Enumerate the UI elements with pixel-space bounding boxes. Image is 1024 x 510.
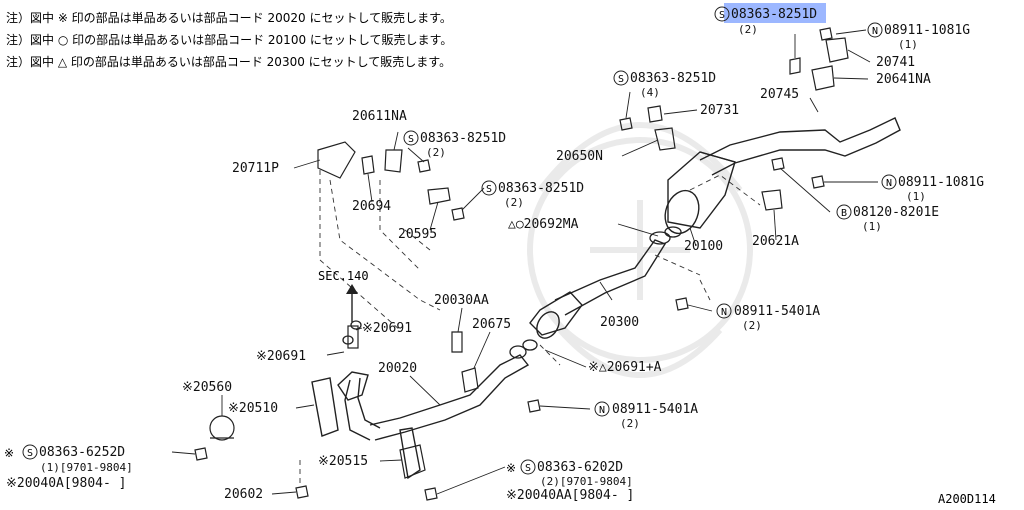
label-08911-5401A-b[interactable]: 08911-5401A (612, 402, 698, 417)
prefix-s: S (719, 10, 725, 21)
label-08120-8201E[interactable]: 08120-8201E (853, 205, 939, 220)
note-08363-6202D: (2)[9701-9804] (540, 475, 633, 488)
tail-pipe (699, 117, 901, 176)
front-pipe (369, 354, 530, 441)
label-08363-6202D[interactable]: 08363-6202D (537, 460, 623, 475)
label-20745[interactable]: 20745 (760, 87, 799, 102)
note-line-1: 注）図中 ※ 印の部品は単品あるいは部品コード 20020 にセットして販売しま… (6, 10, 452, 25)
label-20300[interactable]: 20300 (600, 315, 639, 330)
label-20692MA[interactable]: △○20692MA (508, 217, 579, 232)
label-20621A[interactable]: 20621A (752, 234, 799, 249)
diagram-code: A200D114 (938, 492, 996, 506)
label-20602[interactable]: 20602 (224, 487, 263, 502)
label-08363-6252D[interactable]: 08363-6252D (39, 445, 125, 460)
label-20741[interactable]: 20741 (876, 55, 915, 70)
watermark-emblem (527, 122, 753, 378)
label-20691-a[interactable]: ※20691 (362, 321, 412, 336)
label-08911-5401A-r[interactable]: 08911-5401A (734, 304, 820, 319)
qty-08363-8251D-a: (2) (426, 146, 446, 159)
label-20691A[interactable]: ※△20691+A (588, 360, 662, 375)
center-pipe (554, 239, 667, 316)
prefix-s: S (486, 184, 492, 195)
label-20675[interactable]: 20675 (472, 317, 511, 332)
prefix-n: N (599, 405, 605, 416)
label-20510[interactable]: ※20510 (228, 401, 278, 416)
prefix-n: N (886, 178, 892, 189)
note-line-2: 注）図中 ○ 印の部品は単品あるいは部品コード 20100 にセットして販売しま… (6, 32, 452, 47)
label-20694[interactable]: 20694 (352, 199, 391, 214)
heat-shield-left (311, 377, 339, 437)
label-20040AA[interactable]: ※20040AA[9804- ] (506, 488, 634, 503)
label-20030AA[interactable]: 20030AA (434, 293, 489, 308)
qty-08911-5401A-b: (2) (620, 417, 640, 430)
label-20020[interactable]: 20020 (378, 361, 417, 376)
label-20691-b[interactable]: ※20691 (256, 349, 306, 364)
pre-muffler (529, 291, 583, 339)
qty-08120-8201E: (1) (862, 220, 882, 233)
prefix-n: N (721, 307, 727, 318)
label-20650N[interactable]: 20650N (556, 149, 603, 164)
note-08363-6252D: (1)[9701-9804] (40, 461, 133, 474)
label-08363-8251D-top[interactable]: 08363-8251D (731, 7, 817, 22)
asterisk-marks: ※ ※ (4, 446, 516, 475)
qty-08911-5401A-r: (2) (742, 319, 762, 332)
sec-arrow (346, 284, 358, 322)
label-08363-8251D-a[interactable]: 08363-8251D (420, 131, 506, 146)
label-20611NA[interactable]: 20611NA (352, 109, 407, 124)
asterisk-mark: ※ (506, 461, 516, 475)
prefix-s: S (408, 134, 414, 145)
part-labels: 08363-8251D (2) 08911-1081G (1) 20741 20… (6, 7, 984, 503)
prefix-n: N (872, 26, 878, 37)
label-20560[interactable]: ※20560 (182, 380, 232, 395)
asterisk-mark: ※ (4, 446, 14, 460)
guide-lines (299, 170, 761, 485)
label-08911-1081G-top[interactable]: 08911-1081G (884, 23, 970, 38)
label-20731[interactable]: 20731 (700, 103, 739, 118)
gaskets (342, 226, 682, 359)
label-20100[interactable]: 20100 (684, 239, 723, 254)
qty-08363-8251D-mid: (4) (640, 86, 660, 99)
leader-lines (171, 29, 878, 495)
label-08911-1081G-r[interactable]: 08911-1081G (898, 175, 984, 190)
prefix-b: B (841, 208, 847, 219)
pipes (311, 117, 901, 480)
qty-08363-8251D-top: (2) (738, 23, 758, 36)
qty-08363-8251D-b: (2) (504, 196, 524, 209)
label-20595[interactable]: 20595 (398, 227, 437, 242)
main-muffler (664, 151, 736, 235)
down-pipe (337, 371, 369, 401)
label-20040A[interactable]: ※20040A[9804- ] (6, 476, 126, 491)
qty-08911-1081G-top: (1) (898, 38, 918, 51)
highlight-box (724, 3, 826, 23)
note-line-3: 注）図中 △ 印の部品は単品あるいは部品コード 20300 にセットして販売しま… (6, 54, 451, 69)
label-08363-8251D-mid[interactable]: 08363-8251D (630, 71, 716, 86)
label-08363-8251D-b[interactable]: 08363-8251D (498, 181, 584, 196)
prefix-s: S (525, 463, 531, 474)
label-20641NA[interactable]: 20641NA (876, 72, 931, 87)
sec-label: SEC.140 (318, 269, 369, 283)
label-20515[interactable]: ※20515 (318, 454, 368, 469)
circled-prefixes (22, 6, 897, 475)
fasteners (194, 27, 833, 501)
label-20711P[interactable]: 20711P (232, 161, 279, 176)
qty-08911-1081G-r: (1) (906, 190, 926, 203)
prefix-s: S (27, 448, 33, 459)
prefix-letters: S N S S N S B N N S S (27, 10, 892, 474)
prefix-s: S (618, 74, 624, 85)
